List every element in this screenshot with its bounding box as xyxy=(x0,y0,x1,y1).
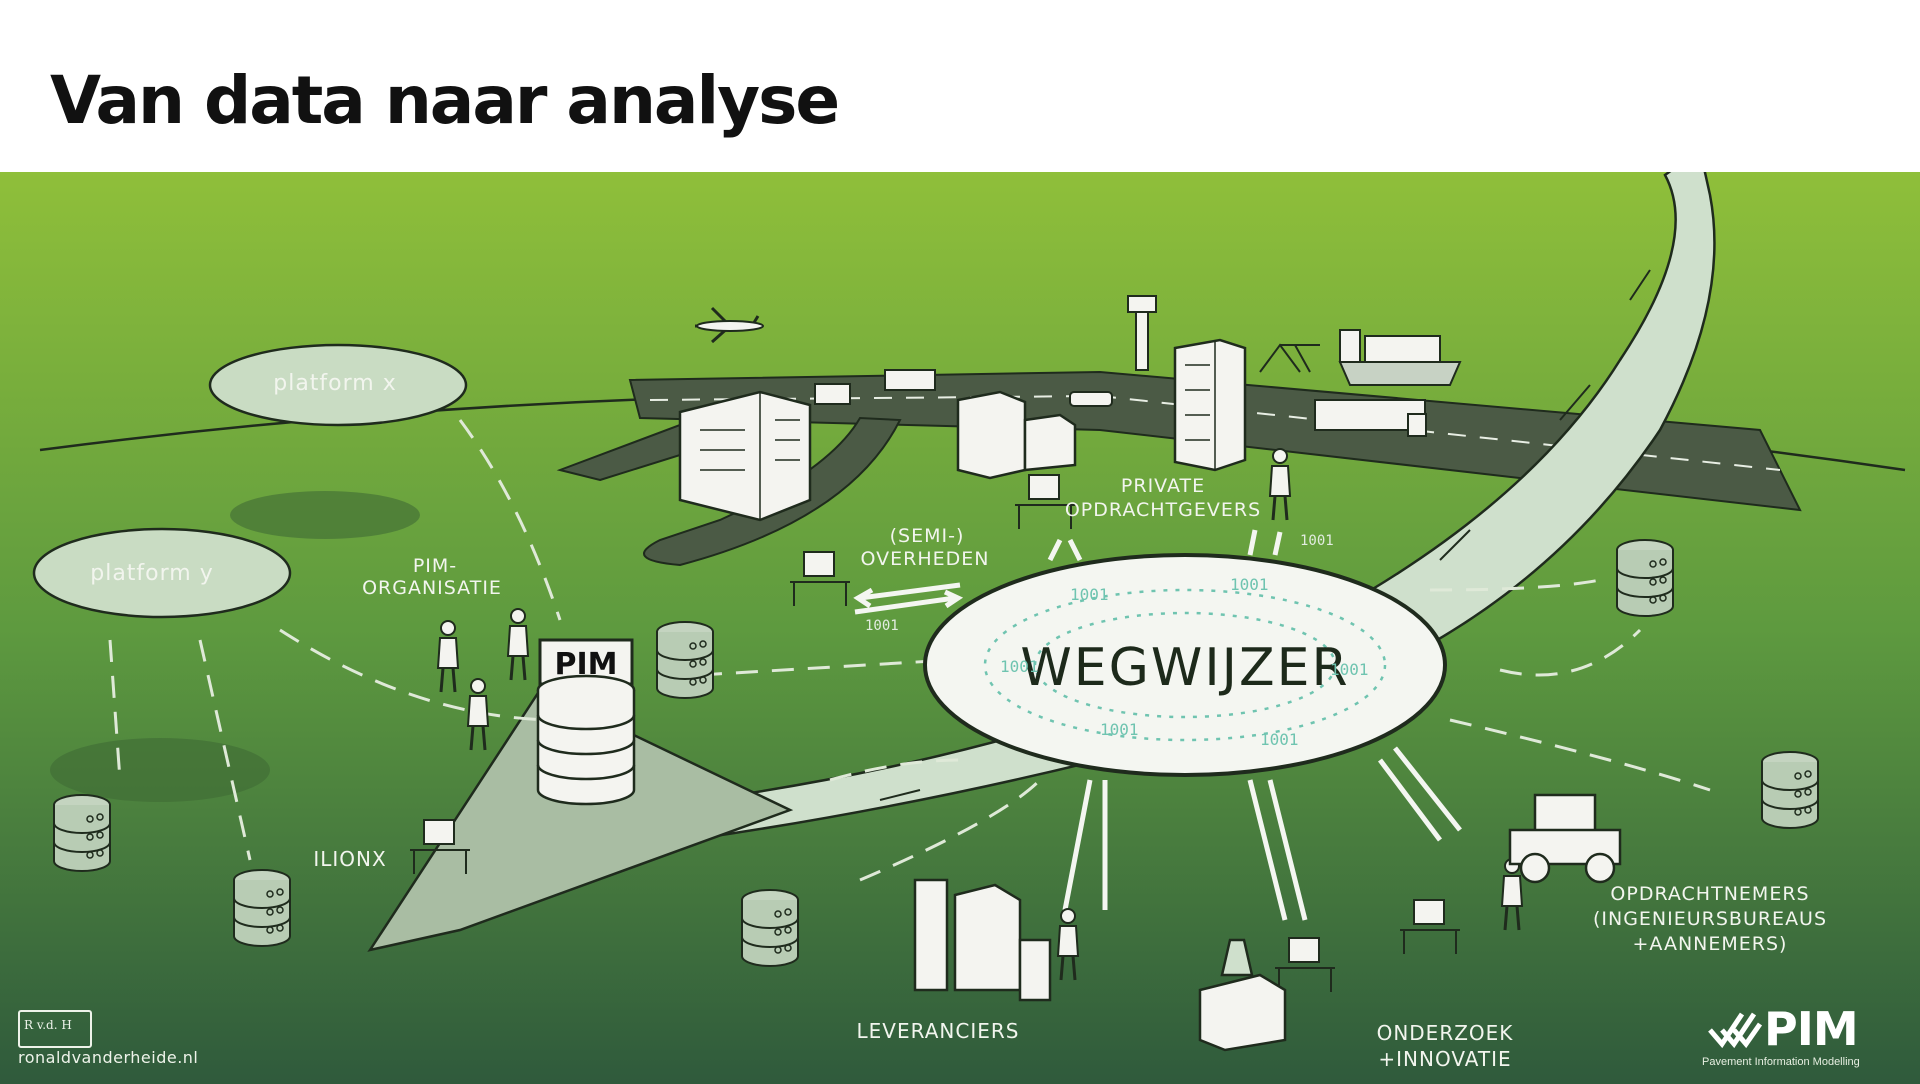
database-icon xyxy=(53,794,111,872)
tower-building xyxy=(1173,338,1247,472)
cargo-ship xyxy=(1338,329,1462,386)
pim-platform xyxy=(367,688,794,952)
database-icon xyxy=(741,889,799,967)
airplane xyxy=(695,306,764,344)
label-onderzoek-innovatie: +INNOVATIE xyxy=(1378,1047,1511,1071)
platform-y-label: platform y xyxy=(90,561,214,586)
binary-stream: 1001 xyxy=(1330,660,1369,679)
shadow-ellipse xyxy=(50,738,270,802)
database-icon xyxy=(1616,539,1674,617)
flow-arrows xyxy=(853,529,1462,921)
pim-brand-logo: PIM Pavement Information Modelling xyxy=(1702,1002,1882,1068)
office-building xyxy=(678,390,812,522)
label-onderzoek-innovatie: ONDERZOEK xyxy=(1377,1021,1514,1045)
brand-name: PIM xyxy=(1764,1002,1859,1056)
binary-stream: 1001 xyxy=(1070,585,1109,604)
label-opdrachtnemers: (INGENIEURSBUREAUS xyxy=(1593,908,1827,930)
artist-signature: R v.d. H xyxy=(18,1010,92,1048)
label-ilionx: ILIONX xyxy=(313,847,386,871)
supplier-factory xyxy=(913,878,1052,1002)
signature-text: R v.d. H xyxy=(24,1018,72,1032)
platform-x-label: platform x xyxy=(273,371,397,396)
artist-url: ronaldvanderheide.nl xyxy=(18,1048,199,1067)
contractor-truck xyxy=(1508,793,1622,884)
database-icon xyxy=(656,621,714,699)
platform-x-ellipse xyxy=(208,343,468,427)
pim-server: PIM xyxy=(536,638,636,806)
dashed-connectors xyxy=(108,419,1711,882)
crane xyxy=(1259,343,1320,373)
trucks xyxy=(814,369,1427,437)
database-icon xyxy=(233,869,291,947)
binary-stream: 1001 xyxy=(1300,533,1334,549)
binary-stream: 1001 xyxy=(1260,730,1299,749)
binary-stream: 1001 xyxy=(1100,720,1139,739)
title-bar: Van data naar analyse xyxy=(0,0,1920,172)
platform-y-ellipse xyxy=(32,527,292,619)
factory-building xyxy=(956,390,1077,480)
label-private-opdrachtgevers: OPDRACHTGEVERS xyxy=(1065,499,1261,521)
binary-stream: 1001 xyxy=(1230,575,1269,594)
label-overheden: OVERHEDEN xyxy=(861,548,990,570)
shadow-ellipse xyxy=(230,491,420,539)
label-overheden: (SEMI-) xyxy=(890,525,965,547)
binary-stream: 1001 xyxy=(1000,657,1039,676)
wegwijzer-hub: WEGWIJZER 1001 1001 1001 1001 1001 1001 xyxy=(923,553,1447,777)
label-opdrachtnemers: OPDRACHTNEMERS xyxy=(1610,883,1809,905)
label-opdrachtnemers: +AANNEMERS) xyxy=(1633,933,1788,955)
lab-bench xyxy=(1198,938,1287,1052)
label-pim-organisatie: PIM- xyxy=(413,555,457,577)
label-leveranciers: LEVERANCIERS xyxy=(857,1019,1020,1043)
page-title: Van data naar analyse xyxy=(50,62,840,139)
brand-tagline: Pavement Information Modelling xyxy=(1702,1056,1860,1068)
binary-stream: 1001 xyxy=(865,618,899,634)
control-tower xyxy=(1127,295,1157,371)
hub-label: WEGWIJZER xyxy=(1020,638,1349,698)
checkmark-logo-icon xyxy=(1708,1012,1762,1049)
label-private-opdrachtgevers: PRIVATE xyxy=(1121,475,1205,497)
label-pim-organisatie: ORGANISATIE xyxy=(362,577,502,599)
database-icon xyxy=(1761,751,1819,829)
